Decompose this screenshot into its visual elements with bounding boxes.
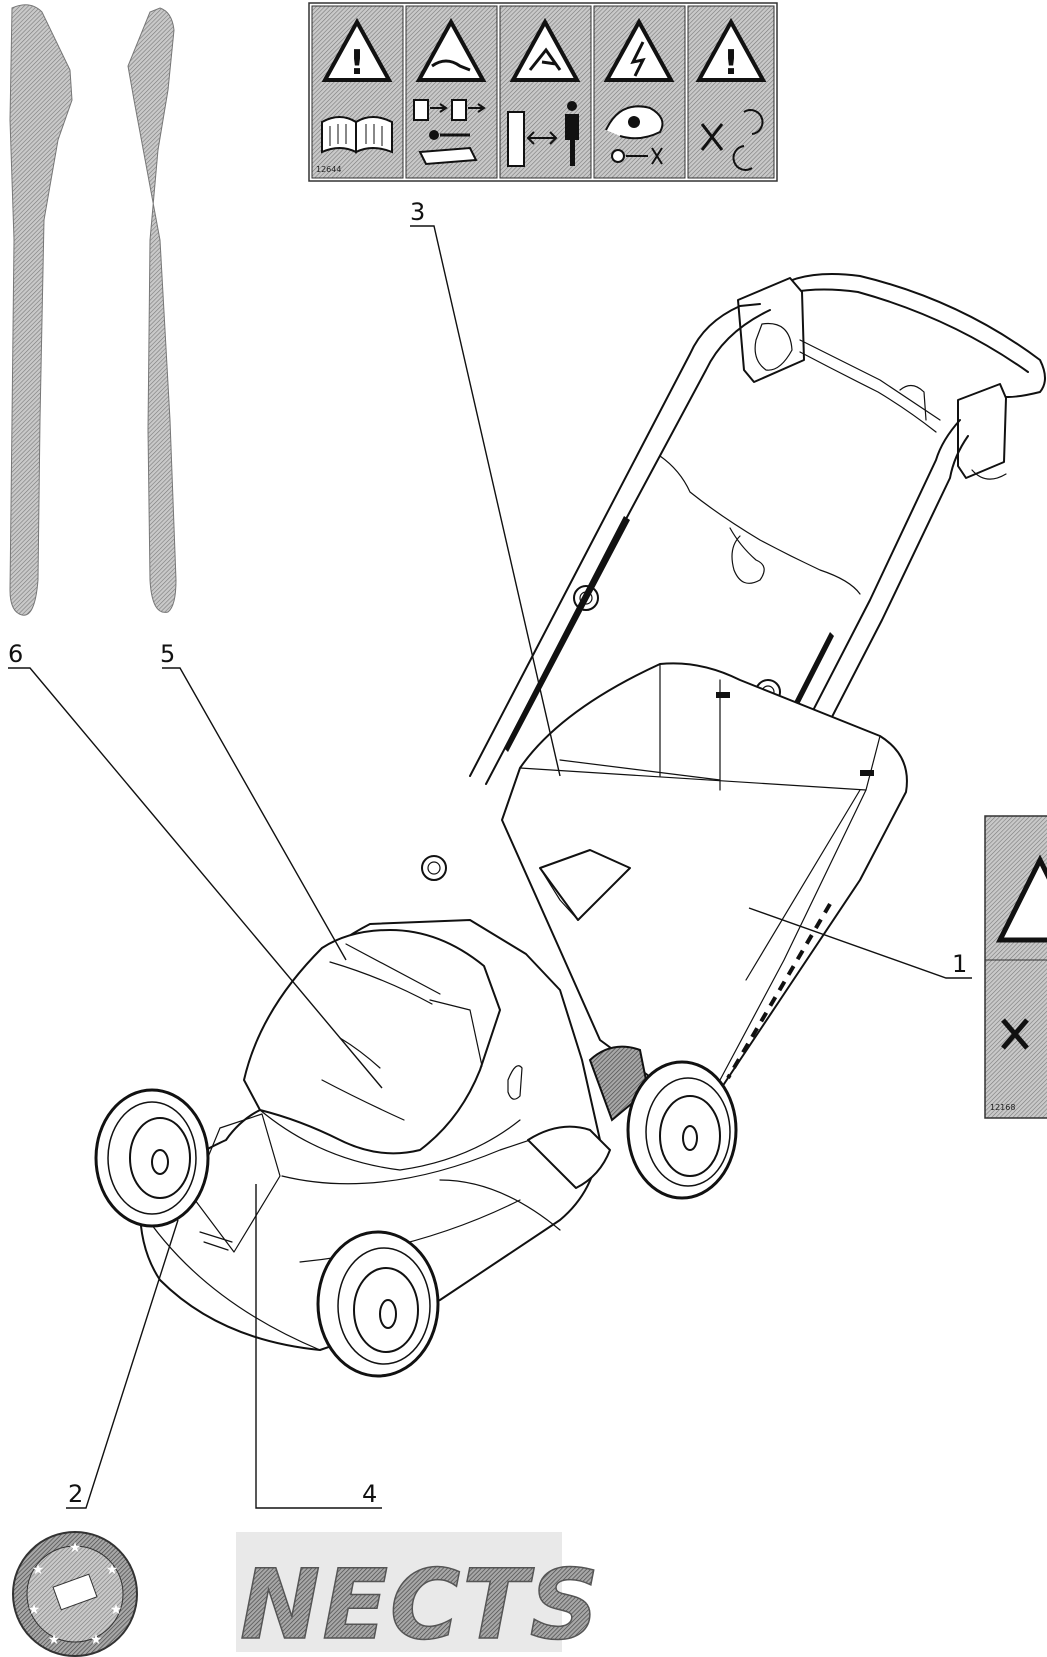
warning-sticker-strip: ! 12644 <box>308 2 778 182</box>
warning-strip-code: 12644 <box>316 165 341 174</box>
brand-logo: NECTS <box>236 1532 601 1657</box>
wheel-front-left <box>94 1088 210 1228</box>
side-warning-sticker: 12168 <box>984 815 1047 1119</box>
svg-text:★: ★ <box>110 1602 123 1618</box>
svg-text:★: ★ <box>32 1562 45 1578</box>
damaged-cable-icon <box>605 105 664 165</box>
callout-3-label: 3 <box>410 198 425 226</box>
svg-text:★: ★ <box>69 1540 82 1556</box>
svg-text:!: ! <box>723 43 739 83</box>
callout-5-label: 5 <box>160 640 175 668</box>
warning-panel <box>593 5 686 179</box>
disconnect-plug-icon <box>413 99 486 166</box>
side-decal-code: 12168 <box>990 1103 1015 1112</box>
keep-distance-icon <box>507 101 579 167</box>
warning-panel: ! 12644 <box>311 5 404 179</box>
stripe-decal-left <box>9 4 73 616</box>
rotating-blade-icon <box>700 109 764 171</box>
read-manual-icon <box>321 116 393 154</box>
svg-text:★: ★ <box>90 1632 103 1648</box>
mower-deck <box>139 919 650 1351</box>
svg-text:★: ★ <box>106 1562 119 1578</box>
callout-2-label: 2 <box>68 1480 83 1508</box>
grass-collection-box <box>501 662 908 1099</box>
callout-5: 5 <box>160 640 347 961</box>
brand-logo-text: NECTS <box>240 1549 601 1657</box>
callout-4-label: 4 <box>362 1480 377 1508</box>
wheel-front-right <box>316 1230 440 1378</box>
callout-1-label: 1 <box>952 950 967 978</box>
svg-text:!: ! <box>349 43 365 83</box>
callout-4: 4 <box>255 1184 382 1509</box>
callout-1: 1 <box>748 907 972 979</box>
callout-6: 6 <box>8 640 383 1089</box>
callout-2: 2 <box>66 1219 179 1509</box>
callout-6-label: 6 <box>8 640 23 668</box>
warning-panel <box>499 5 592 179</box>
lawn-mower-drawing <box>94 273 1046 1378</box>
svg-text:★: ★ <box>48 1632 61 1648</box>
warning-panel: ! <box>687 5 775 179</box>
stripe-decal-right <box>127 7 177 613</box>
eu-stars-badge-icon: ★ ★ ★ ★ ★ ★ ★ <box>12 1531 138 1657</box>
svg-text:★: ★ <box>28 1602 41 1618</box>
warning-panel <box>405 5 498 179</box>
wheel-rear-right <box>626 1060 738 1200</box>
callout-3: 3 <box>410 198 561 777</box>
